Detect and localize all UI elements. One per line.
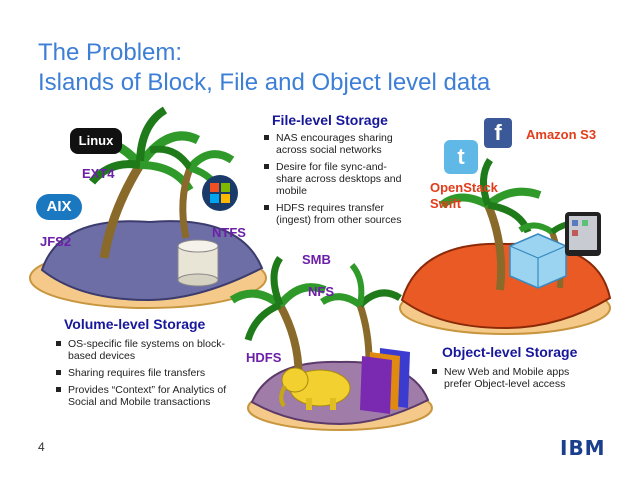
file-storage-bullet: Desire for file sync-and-share across de… — [262, 161, 412, 197]
tablet-icon — [565, 212, 601, 256]
file-storage-bullet: HDFS requires transfer (ingest) from oth… — [262, 202, 412, 226]
linux-logo-text: Linux — [78, 133, 114, 148]
file-storage-section: File-level Storage NAS encourages sharin… — [262, 112, 412, 231]
label-jfs2: JFS2 — [40, 234, 72, 249]
disk-cylinder-icon — [177, 239, 219, 287]
object-storage-bullets: New Web and Mobile apps prefer Object-le… — [430, 366, 590, 390]
aix-logo: AIX — [36, 194, 82, 220]
twitter-logo-text: t — [457, 144, 465, 169]
facebook-logo-text: f — [494, 120, 502, 145]
page-number: 4 — [38, 440, 45, 454]
label-openstack-swift: OpenStack Swift — [430, 180, 498, 212]
label-ext4: EXT4 — [82, 166, 115, 181]
file-storage-heading: File-level Storage — [272, 112, 388, 128]
slide-title-line-1: The Problem: — [38, 39, 183, 66]
label-smb: SMB — [302, 252, 331, 267]
volume-storage-bullets: OS-specific file systems on block-based … — [54, 338, 234, 408]
label-amazon-s3: Amazon S3 — [526, 127, 597, 142]
volume-storage-heading: Volume-level Storage — [64, 316, 206, 332]
label-nfs: NFS — [308, 284, 334, 299]
volume-storage-bullet: Sharing requires file transfers — [54, 367, 234, 379]
label-openstack-line-1: OpenStack — [430, 180, 498, 195]
label-hdfs: HDFS — [246, 350, 282, 365]
folder-stack-icon — [360, 348, 410, 414]
object-storage-heading: Object-level Storage — [442, 344, 578, 360]
slide-title-line-2: Islands of Block, File and Object level … — [38, 69, 491, 96]
file-storage-bullets: NAS encourages sharing across social net… — [262, 132, 412, 226]
slide-title: The Problem: Islands of Block, File and … — [38, 38, 490, 98]
volume-storage-section: Volume-level Storage OS-specific file sy… — [54, 316, 234, 413]
right-island — [399, 242, 612, 335]
hadoop-elephant-icon — [279, 367, 351, 410]
linux-logo: Linux — [70, 128, 122, 154]
volume-storage-bullet: OS-specific file systems on block-based … — [54, 338, 234, 362]
windows-logo-icon — [202, 175, 238, 211]
object-storage-bullet: New Web and Mobile apps prefer Object-le… — [430, 366, 590, 390]
volume-storage-bullet: Provides “Context” for Analytics of Soci… — [54, 384, 234, 408]
facebook-logo: f — [484, 118, 512, 148]
object-cube-icon — [509, 233, 567, 289]
label-ntfs: NTFS — [212, 225, 246, 240]
object-storage-section: Object-level Storage New Web and Mobile … — [430, 344, 590, 395]
twitter-logo: t — [444, 140, 478, 174]
label-openstack-line-2: Swift — [430, 196, 462, 211]
aix-logo-text: AIX — [46, 198, 72, 215]
ibm-logo: IBM — [560, 436, 606, 460]
file-storage-bullet: NAS encourages sharing across social net… — [262, 132, 412, 156]
